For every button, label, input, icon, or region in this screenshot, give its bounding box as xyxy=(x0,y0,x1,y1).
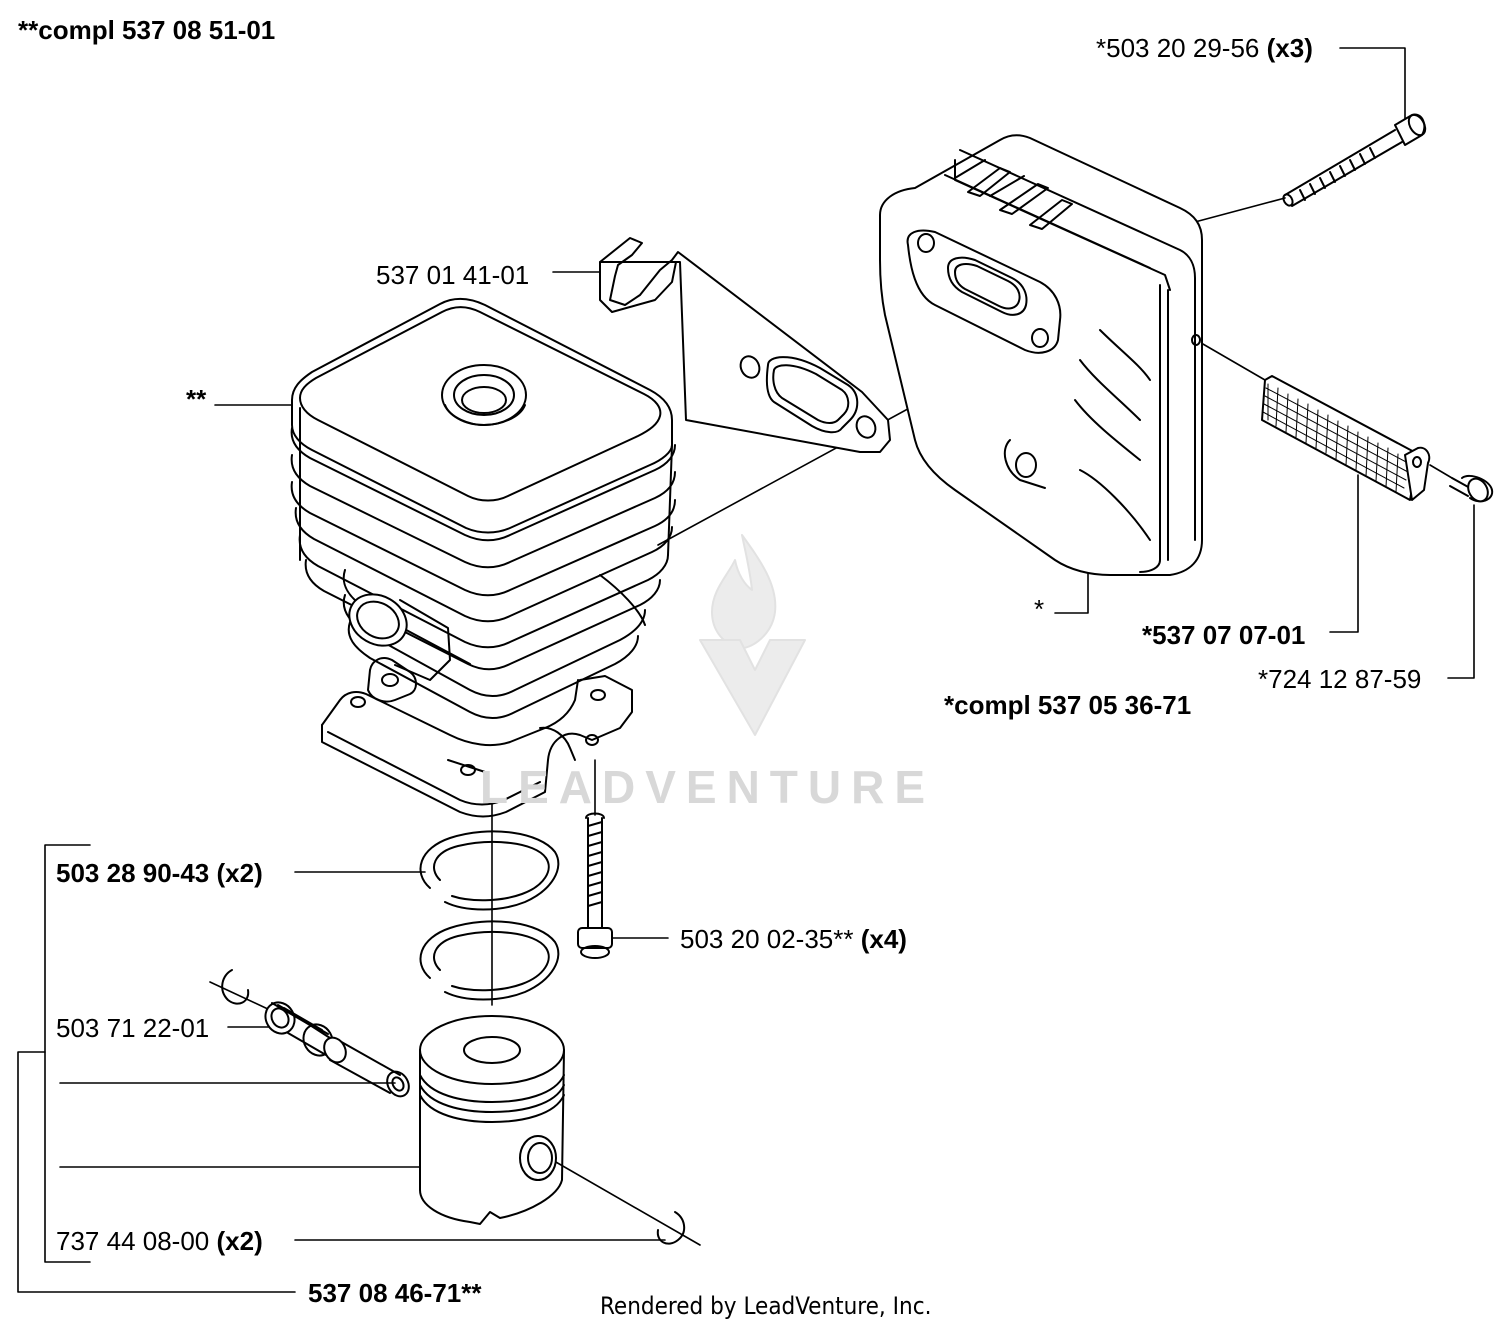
gasket xyxy=(599,237,891,453)
piston-assembly-label: 537 08 46-71** xyxy=(308,1278,482,1308)
cylinder xyxy=(290,297,676,818)
piston-pin xyxy=(323,1036,410,1098)
cylinder-marker-label: ** xyxy=(186,384,207,414)
circlip-code: 737 44 08-00 xyxy=(56,1226,210,1256)
piston-ring-label: 503 28 90-43 (x2) xyxy=(56,858,263,888)
muffler-bolt-code: *503 20 29-56 xyxy=(1096,33,1260,63)
spark-screen-label: *537 07 07-01 xyxy=(1142,620,1306,650)
assembly-muffler-label: *compl 537 05 36-71 xyxy=(944,690,1192,720)
circlips xyxy=(221,969,686,1245)
muffler xyxy=(879,134,1203,576)
screw-label: *724 12 87-59 xyxy=(1258,664,1422,694)
screw xyxy=(1449,474,1494,503)
muffler-bolt-label: *503 20 29-56 (x3) xyxy=(1096,33,1313,63)
muffler-marker-label: * xyxy=(1034,594,1045,624)
spark-screen xyxy=(1261,375,1431,501)
piston xyxy=(419,1015,565,1225)
cylinder-bolt-label: 503 20 02-35** (x4) xyxy=(680,924,907,954)
piston-ring-qty: (x2) xyxy=(216,858,263,888)
circlip-label: 737 44 08-00 (x2) xyxy=(56,1226,263,1256)
watermark-logo-icon xyxy=(699,534,806,736)
needle-bearing xyxy=(264,1001,334,1057)
cylinder-bolt-code: 503 20 02-35** xyxy=(680,924,854,954)
needle-bearing-label: 503 71 22-01 xyxy=(56,1013,210,1043)
muffler-bolt-qty: (x3) xyxy=(1266,33,1313,63)
watermark-text: LEADVENTURE xyxy=(480,761,936,813)
assembly-cylinder-label: **compl 537 08 51-01 xyxy=(18,15,276,45)
gasket-label: 537 01 41-01 xyxy=(376,260,530,290)
piston-ring-code: 503 28 90-43 xyxy=(56,858,210,888)
circlip-qty: (x2) xyxy=(216,1226,263,1256)
leader-lines xyxy=(17,47,1475,1293)
muffler-bolt xyxy=(1282,113,1427,207)
cylinder-bolt-qty: (x4) xyxy=(860,924,907,954)
cylinder-bolt xyxy=(577,812,613,959)
footer-credit: Rendered by LeadVenture, Inc. xyxy=(600,1292,932,1320)
piston-rings xyxy=(419,830,560,1001)
